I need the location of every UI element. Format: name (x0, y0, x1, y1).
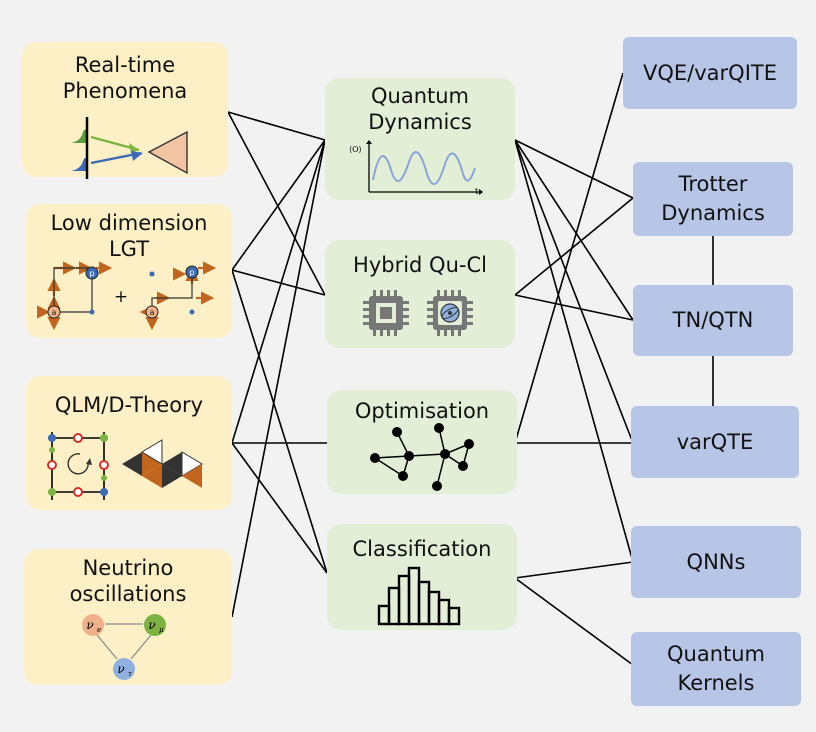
box-low-dimension-lgt: Low dimension LGT p a p a (26, 204, 232, 338)
qnns-label: QNNs (686, 549, 746, 574)
link-lgt-hybrid (231, 269, 326, 296)
neutrino-flavour-icon: ν e ν μ ν τ (82, 614, 166, 680)
nu-tau-symbol: ν (117, 662, 124, 676)
link-hybrid-tn (514, 294, 634, 321)
nu-mu-symbol: ν (148, 618, 155, 632)
expectation-value-plot-icon: ⟨O⟩ t (349, 140, 483, 196)
box-qlm-d-theory: QLM/D-Theory (26, 376, 232, 510)
link-realtime-dynamics (227, 111, 326, 141)
node-a-label: a (52, 308, 57, 317)
link-dynamics-tn (514, 139, 634, 321)
link-qlm-dynamics (231, 139, 326, 444)
box-tn-qtn: TN/QTN (633, 285, 793, 356)
optimisation-label: Optimisation (354, 399, 490, 423)
quantum-kernels-label: Quantum Kernels (666, 642, 766, 695)
plus-sign: + (114, 287, 128, 307)
graph-network-icon (370, 423, 474, 491)
link-dynamics-qnns (514, 139, 634, 563)
link-dynamics-varqte (514, 139, 634, 444)
plot-y-label: ⟨O⟩ (349, 145, 362, 154)
box-classification: Classification (327, 524, 517, 630)
classification-label: Classification (352, 537, 492, 561)
quantum-link-model-icon (47, 432, 203, 500)
nu-e-subscript: e (97, 626, 101, 634)
node-a-label-2: a (150, 308, 155, 317)
vqe-varqite-label: VQE/varQITE (643, 60, 777, 85)
box-neutrino-oscillations: Neutrino oscillations ν e ν μ ν τ (24, 549, 232, 685)
link-classification-qnns (514, 561, 634, 579)
tn-qtn-label: TN/QTN (672, 308, 754, 332)
quantum-chip-icon (427, 290, 473, 336)
plot-x-label: t (475, 187, 479, 196)
box-quantum-kernels: Quantum Kernels (631, 632, 801, 706)
hybrid-qu-cl-label: Hybrid Qu-Cl (353, 253, 487, 277)
varqte-label: varQTE (676, 429, 754, 454)
nu-e-symbol: ν (86, 618, 93, 632)
link-dynamics-trotter (514, 139, 634, 199)
box-optimisation: Optimisation (327, 390, 517, 494)
box-realtime-phenomena: Real-time Phenomena (22, 42, 228, 179)
low-dimension-lgt-label: Low dimension LGT (50, 211, 208, 261)
lattice-gauge-icon: p a p a + (37, 261, 217, 331)
link-optimisation-vqe (514, 72, 624, 444)
histogram-icon (377, 566, 461, 626)
link-realtime-hybrid (227, 111, 326, 296)
link-lgt-classification (231, 269, 328, 574)
node-p-label-2: p (189, 268, 194, 277)
link-lgt-dynamics (231, 139, 326, 271)
nu-mu-subscript: μ (159, 626, 164, 634)
quantum-dynamics-label: Quantum Dynamics (368, 84, 472, 134)
box-vqe-varqite: VQE/varQITE (623, 37, 797, 109)
realtime-phenomena-label: Real-time Phenomena (62, 53, 188, 103)
wavepacket-scattering-icon (71, 117, 188, 179)
nu-tau-subscript: τ (128, 670, 132, 678)
box-varqte: varQTE (631, 406, 799, 478)
cpu-chip-icon (363, 290, 409, 336)
node-p-label: p (89, 269, 94, 278)
trotter-dynamics-label: Trotter Dynamics (661, 172, 765, 225)
box-quantum-dynamics: Quantum Dynamics ⟨O⟩ t (325, 78, 515, 200)
link-qlm-classification (231, 442, 328, 574)
box-trotter-dynamics: Trotter Dynamics (633, 162, 793, 236)
link-hybrid-trotter (514, 197, 634, 296)
box-qnns: QNNs (631, 526, 801, 598)
neutrino-oscillations-label: Neutrino oscillations (69, 556, 187, 606)
qlm-d-theory-label: QLM/D-Theory (54, 393, 204, 417)
link-neutrino-dynamics (231, 139, 326, 618)
box-hybrid-qu-cl: Hybrid Qu-Cl (325, 240, 515, 348)
link-classification-kernels (514, 577, 634, 666)
